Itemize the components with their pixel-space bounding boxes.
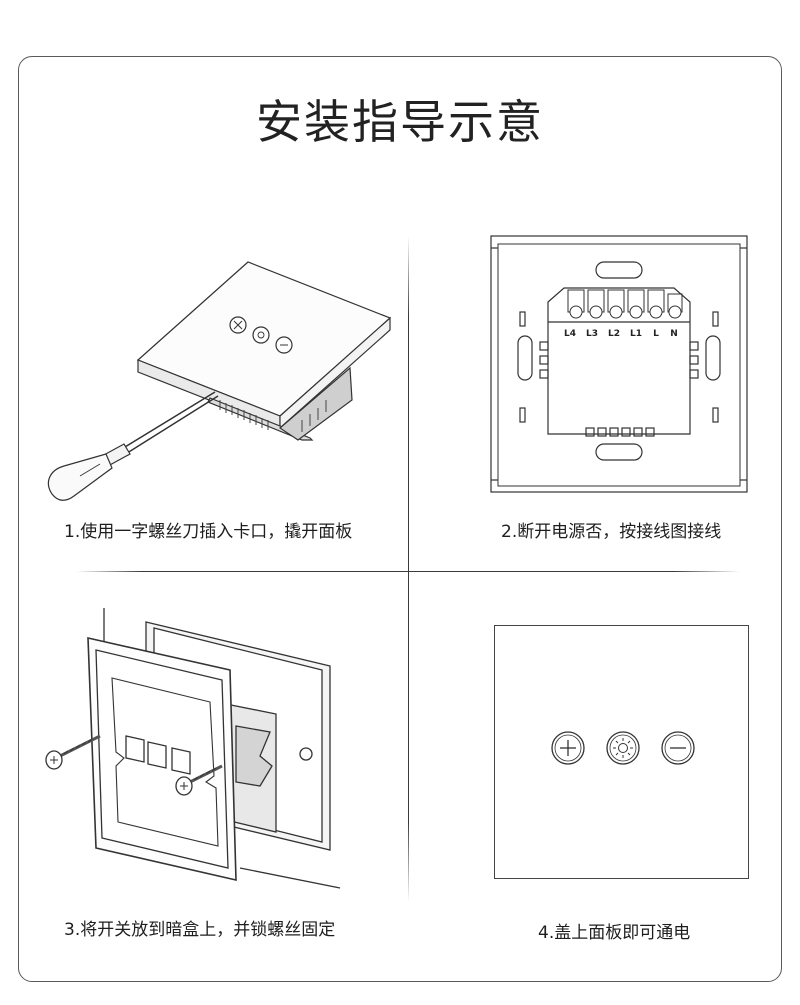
step3-illustration [45, 608, 341, 889]
plus-icon [551, 731, 585, 765]
terminal-label: L [653, 329, 659, 339]
page-title: 安装指导示意 [256, 95, 544, 149]
horizontal-divider [76, 571, 740, 572]
minus-icon [661, 731, 695, 765]
step1-illustration [47, 261, 392, 501]
step2-caption: 2.断开电源否，按接线图接线 [501, 522, 722, 542]
brightness-icon [606, 731, 640, 765]
terminal-label: L2 [608, 329, 620, 339]
terminal-label: L3 [586, 329, 598, 339]
step4-caption: 4.盖上面板即可通电 [538, 923, 691, 943]
step2-illustration: L4 L3 L2 L1 L N [490, 235, 748, 493]
step3-caption: 3.将开关放到暗盒上，并锁螺丝固定 [64, 920, 336, 940]
step4-buttons [551, 731, 695, 765]
instruction-frame [18, 56, 782, 982]
terminal-label: L1 [630, 329, 642, 339]
terminal-label: L4 [564, 329, 576, 339]
step1-caption: 1.使用一字螺丝刀插入卡口，撬开面板 [64, 522, 353, 542]
terminal-label: N [670, 329, 678, 339]
vertical-divider [408, 236, 409, 902]
